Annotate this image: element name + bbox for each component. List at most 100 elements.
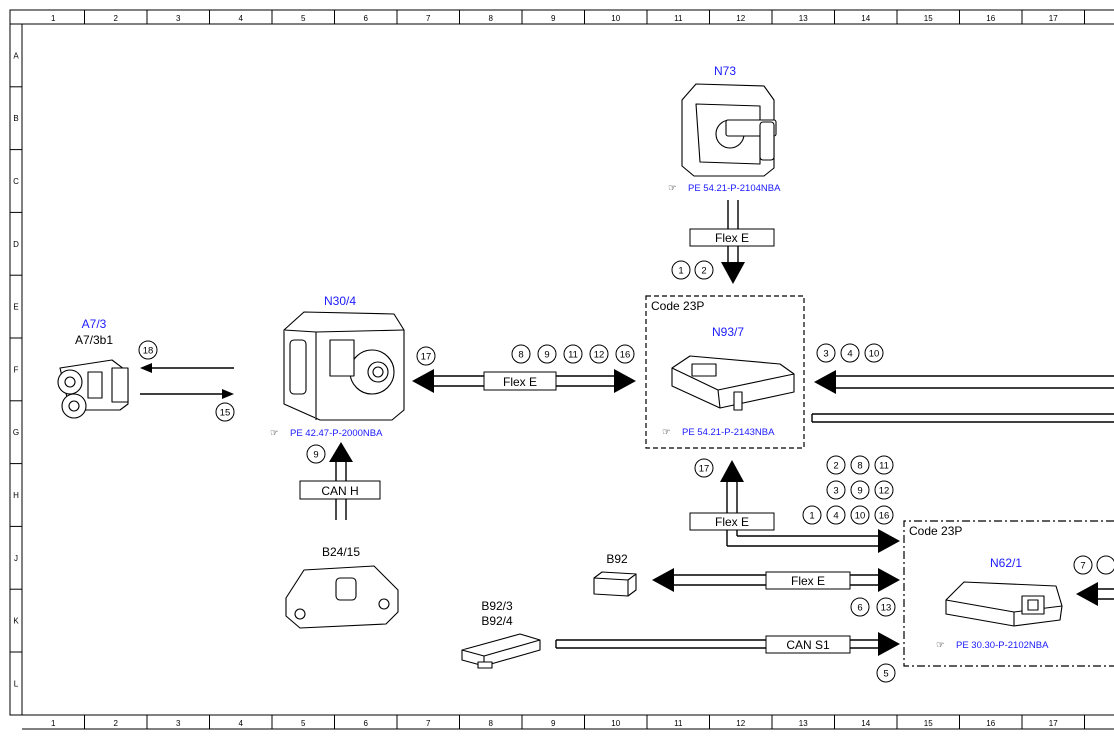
grid-row-H: H: [13, 491, 19, 500]
grid-column-8: 8: [489, 719, 494, 728]
signal-badge-18: 18: [138, 340, 158, 360]
grid-column-7: 7: [426, 719, 431, 728]
svg-text:9: 9: [544, 350, 549, 361]
n93-7-reference-link[interactable]: ☞ PE 54.21-P-2143NBA: [662, 427, 775, 438]
signal-badge-4: 4: [840, 343, 860, 363]
can-s1-label: CAN S1: [786, 638, 830, 652]
signal-badge-3: 3: [826, 480, 846, 500]
svg-text:10: 10: [855, 511, 866, 522]
a7-3-signal-18-arrow: [140, 363, 234, 373]
grid-column-2: 2: [114, 719, 119, 728]
signal-badge-8: 8: [511, 344, 531, 364]
signal-badge-12: 12: [874, 480, 894, 500]
grid-column-13: 13: [799, 14, 808, 23]
svg-text:9: 9: [313, 450, 318, 461]
grid-column-3: 3: [176, 14, 181, 23]
signal-badge-11: 11: [874, 455, 894, 475]
n62-1-code[interactable]: N62/1: [990, 556, 1022, 570]
grid-column-14: 14: [861, 14, 870, 23]
grid-row-K: K: [13, 617, 19, 626]
grid-row-B: B: [13, 114, 18, 123]
signal-badge-3: 3: [816, 343, 836, 363]
grid-column-17: 17: [1049, 14, 1058, 23]
code-23p-label: Code 23P: [651, 299, 704, 313]
code-23p-label: Code 23P: [909, 524, 962, 538]
grid-column-9: 9: [551, 719, 556, 728]
n73-module-image: [681, 83, 777, 177]
n73-reference-link[interactable]: ☞ PE 54.21-P-2104NBA: [668, 183, 781, 194]
b92-3-label: B92/3: [481, 599, 513, 613]
right-input-signal-badges: 3 4 10: [816, 343, 884, 363]
signal-badge-16: 16: [615, 344, 635, 364]
svg-text:2: 2: [701, 266, 706, 277]
grid-row-L: L: [14, 679, 19, 688]
signal-badge-9: 9: [850, 480, 870, 500]
b24-15-sensor-image: [285, 565, 399, 629]
grid-row-F: F: [14, 365, 19, 374]
reference-pointer-icon: ☞: [270, 428, 279, 439]
svg-text:1: 1: [678, 266, 683, 277]
n93-7-module-image: [671, 355, 795, 411]
a7-3-module-image: [57, 359, 129, 419]
grid-column-15: 15: [924, 14, 933, 23]
grid-column-16: 16: [986, 719, 995, 728]
grid-column-16: 16: [986, 14, 995, 23]
signal-badge-9: 9: [537, 344, 557, 364]
flex-e-label: Flex E: [791, 574, 825, 588]
svg-text:1: 1: [809, 511, 814, 522]
b92-3-sensor-image: [461, 633, 541, 669]
n73-flex-e-link: Flex E: [689, 200, 775, 284]
svg-text:10: 10: [869, 349, 880, 360]
svg-text:11: 11: [568, 350, 578, 361]
n62-1-reference-link[interactable]: ☞ PE 30.30-P-2102NBA: [936, 640, 1049, 651]
signal-badge-15: 15: [215, 402, 235, 422]
signal-badge-17-down: 17: [694, 458, 714, 478]
a7-3-code[interactable]: A7/3: [82, 317, 107, 331]
grid-column-8: 8: [489, 14, 494, 23]
flex-e-label: Flex E: [503, 375, 537, 389]
grid-row-C: C: [13, 177, 19, 186]
signal-badge-10: 10: [850, 505, 870, 525]
can-s1-link: CAN S1: [555, 632, 900, 656]
flex-e-label: Flex E: [715, 515, 749, 529]
grid-column-4: 4: [239, 14, 244, 23]
code-23p-frame-n62-1: [903, 520, 1114, 667]
svg-text:17: 17: [699, 464, 710, 475]
grid-column-1: 1: [51, 719, 56, 728]
b92-flex-e-link: Flex E: [652, 568, 900, 592]
svg-text:2: 2: [833, 461, 838, 472]
svg-text:18: 18: [143, 346, 154, 357]
svg-text:8: 8: [857, 461, 862, 472]
n73-code[interactable]: N73: [714, 64, 736, 78]
a7-3b1-label: A7/3b1: [75, 333, 113, 347]
grid-column-13: 13: [799, 719, 808, 728]
n93-7-code[interactable]: N93/7: [712, 325, 744, 339]
svg-text:4: 4: [847, 349, 852, 360]
signal-badge-11: 11: [563, 344, 583, 364]
n30-4-code[interactable]: N30/4: [324, 294, 356, 308]
grid-column-7: 7: [426, 14, 431, 23]
flex-e-signal-badges: 8 9 11 12 16: [511, 344, 635, 364]
n30-4-reference-link[interactable]: ☞ PE 42.47-P-2000NBA: [270, 428, 383, 439]
grid-column-6: 6: [364, 719, 369, 728]
sheet-grid: [9, 9, 1114, 730]
svg-text:3: 3: [823, 349, 828, 360]
svg-text:17: 17: [421, 352, 432, 363]
grid-column-12: 12: [736, 14, 745, 23]
signal-badge-2: 2: [826, 455, 846, 475]
reference-pointer-icon: ☞: [668, 183, 677, 194]
n62-1-right-input-arrow: [1076, 582, 1114, 606]
svg-text:PE 54.21-P-2104NBA: PE 54.21-P-2104NBA: [688, 183, 781, 194]
grid-row-E: E: [13, 303, 18, 312]
signal-badge-1-n73: 1: [671, 260, 691, 280]
signal-badge-12: 12: [589, 344, 609, 364]
code-23p-frame: [645, 295, 805, 449]
signal-badge-16: 16: [874, 505, 894, 525]
grid-column-5: 5: [301, 14, 306, 23]
n30-4-n93-7-flex-e-link: Flex E: [412, 369, 636, 393]
svg-text:15: 15: [220, 408, 231, 419]
b24-15-label: B24/15: [322, 545, 360, 559]
